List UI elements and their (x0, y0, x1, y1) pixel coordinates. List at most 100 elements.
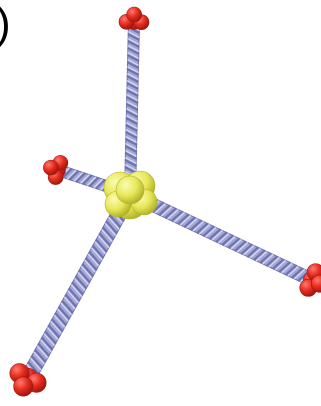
arm-twist (125, 103, 139, 111)
arm-twist (71, 281, 84, 296)
arm-twist (177, 213, 190, 225)
arm-right (123, 187, 321, 297)
arm-twist (126, 96, 139, 104)
arm-twist (127, 47, 140, 55)
arm-highlight (173, 212, 185, 223)
arm-highlight (256, 251, 268, 262)
arm-highlight (224, 236, 236, 247)
arm-twist (158, 204, 171, 216)
arm-highlight (53, 314, 66, 328)
arm-twist (47, 324, 60, 338)
arm-highlight (249, 248, 261, 259)
arm-highlight (205, 227, 217, 238)
core-cluster (103, 170, 158, 220)
core-layer (103, 170, 158, 220)
arm-highlight (167, 209, 179, 220)
arm-highlight (67, 290, 79, 304)
arm-highlight (126, 94, 138, 101)
arm-twist (95, 238, 108, 253)
arm-highlight (125, 122, 138, 129)
arm-twist (228, 237, 240, 249)
arm-highlight (36, 345, 49, 359)
arm-highlight (125, 143, 137, 150)
arm-highlight (70, 284, 83, 297)
arm-twist (221, 234, 234, 246)
arm-highlight (97, 235, 110, 248)
arm-twist (291, 267, 304, 279)
arm-highlight (161, 206, 173, 217)
arm-highlight (126, 87, 139, 94)
arm-twist (64, 294, 77, 308)
arm-highlight (125, 157, 137, 164)
arm-twist (215, 231, 228, 243)
arm-twist (108, 214, 121, 228)
arm-twist (44, 330, 57, 345)
arm-twist (126, 61, 140, 69)
tip-bead (43, 159, 59, 176)
arm-highlight (64, 296, 76, 310)
arm-highlight (230, 239, 242, 250)
arm-highlight (101, 229, 113, 242)
arm-highlight (125, 150, 137, 157)
panel-label: ) (0, 2, 11, 46)
arm-highlight (180, 215, 192, 226)
arm-highlight (47, 327, 59, 340)
arm-highlight (86, 176, 97, 186)
arm-highlight (126, 108, 138, 115)
arm-twist (75, 275, 88, 290)
arm-highlight (127, 59, 139, 66)
arm-twist (30, 355, 43, 369)
arm-highlight (125, 129, 138, 136)
arm-twist (125, 131, 138, 139)
arm-twist (234, 240, 247, 252)
arm-highlight (281, 263, 293, 274)
arm-twist (126, 75, 139, 83)
arm-highlight (57, 308, 69, 322)
arm-twist (51, 318, 64, 332)
arm-twist (152, 201, 164, 213)
arm-twist (37, 342, 50, 357)
arm-twist (125, 117, 138, 125)
arm-highlight (192, 221, 204, 232)
arm-highlight (80, 174, 90, 184)
arm-highlight (104, 223, 116, 236)
arm-twist (61, 300, 74, 314)
arm-highlight (50, 321, 62, 334)
arm-twist (54, 312, 67, 326)
arm-highlight (126, 115, 138, 122)
arm-highlight (67, 169, 77, 180)
arm-twist (98, 232, 111, 247)
arm-twist (75, 172, 86, 183)
arm-twist (41, 336, 54, 351)
arm-twist (62, 168, 73, 179)
arm-highlight (77, 272, 89, 285)
arm-highlight (126, 80, 139, 87)
arm-bottom-left (9, 186, 138, 397)
arm-highlight (80, 265, 93, 279)
arm-highlight (126, 101, 138, 108)
arm-twist (278, 261, 291, 273)
arm-highlight (87, 253, 100, 267)
arm-highlight (33, 351, 45, 365)
tip-bead (13, 376, 34, 397)
arm-twist (164, 207, 177, 219)
arm-highlight (237, 242, 249, 253)
arm-twist (124, 152, 137, 160)
arm-twist (247, 246, 259, 258)
arm-twist (88, 251, 101, 265)
arm-twist (272, 258, 285, 270)
arm-highlight (60, 302, 72, 316)
arm-highlight (40, 339, 52, 353)
arm-twist (88, 176, 100, 188)
arm-twist (196, 222, 209, 234)
arm-twist (102, 226, 115, 241)
arm-twist (266, 255, 278, 267)
arm-highlight (128, 31, 140, 38)
arm-twist (209, 228, 221, 240)
tip-bead (126, 6, 142, 23)
arm-shaft-fill (21, 187, 137, 385)
arms-layer (9, 6, 321, 397)
arm-twist (202, 225, 215, 237)
